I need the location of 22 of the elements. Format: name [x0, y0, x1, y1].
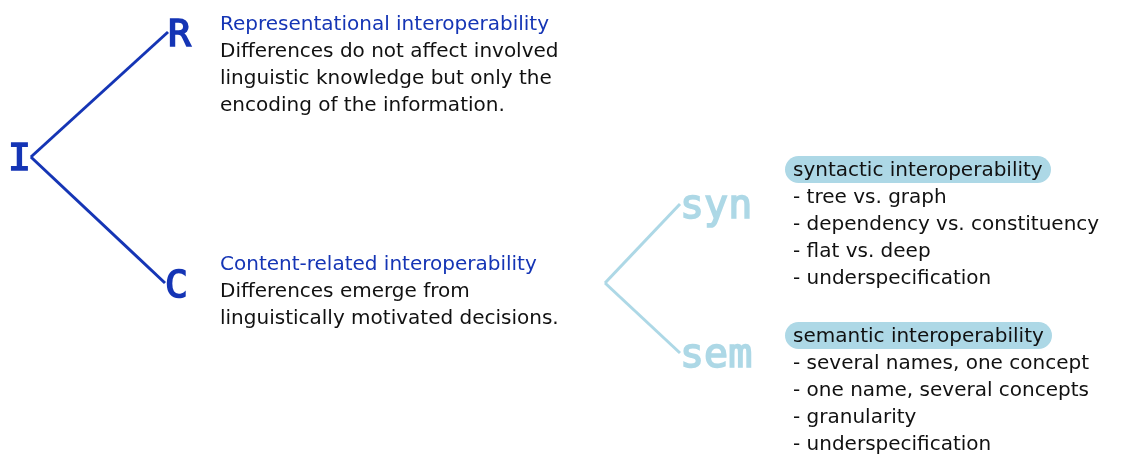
- outlined-letter-label: sem: [680, 333, 753, 373]
- outlined-letter-label: I: [8, 138, 31, 176]
- connector-line: [603, 202, 682, 285]
- list-item: - tree vs. graph: [793, 183, 948, 210]
- list-item: - dependency vs. constituency: [793, 210, 1100, 237]
- list-item: - several names, one concept: [793, 349, 1089, 376]
- heading-text: Content-related interoperability: [220, 250, 537, 277]
- description-text: Differences do not affect involved linguistic knowledge but only the encoding of the information.: [220, 37, 560, 118]
- outlined-letter-label: R: [168, 14, 191, 52]
- highlighted-heading: semantic interoperability: [785, 322, 1052, 349]
- connector-line: [603, 281, 682, 355]
- list-item: - granularity: [793, 403, 918, 430]
- heading-text: Representational interoperability: [220, 10, 549, 37]
- list-item: - one name, several concepts: [793, 376, 1089, 403]
- list-item: - underspecification: [793, 430, 993, 455]
- highlighted-heading: syntactic interoperability: [785, 156, 1051, 183]
- list-item: - underspecification: [793, 264, 993, 291]
- list-item: - flat vs. deep: [793, 237, 932, 264]
- connector-line: [29, 30, 169, 159]
- description-text: Differences emerge from linguistically motivated decisions.: [220, 277, 560, 331]
- outlined-letter-label: C: [165, 265, 188, 303]
- connector-line: [29, 155, 167, 285]
